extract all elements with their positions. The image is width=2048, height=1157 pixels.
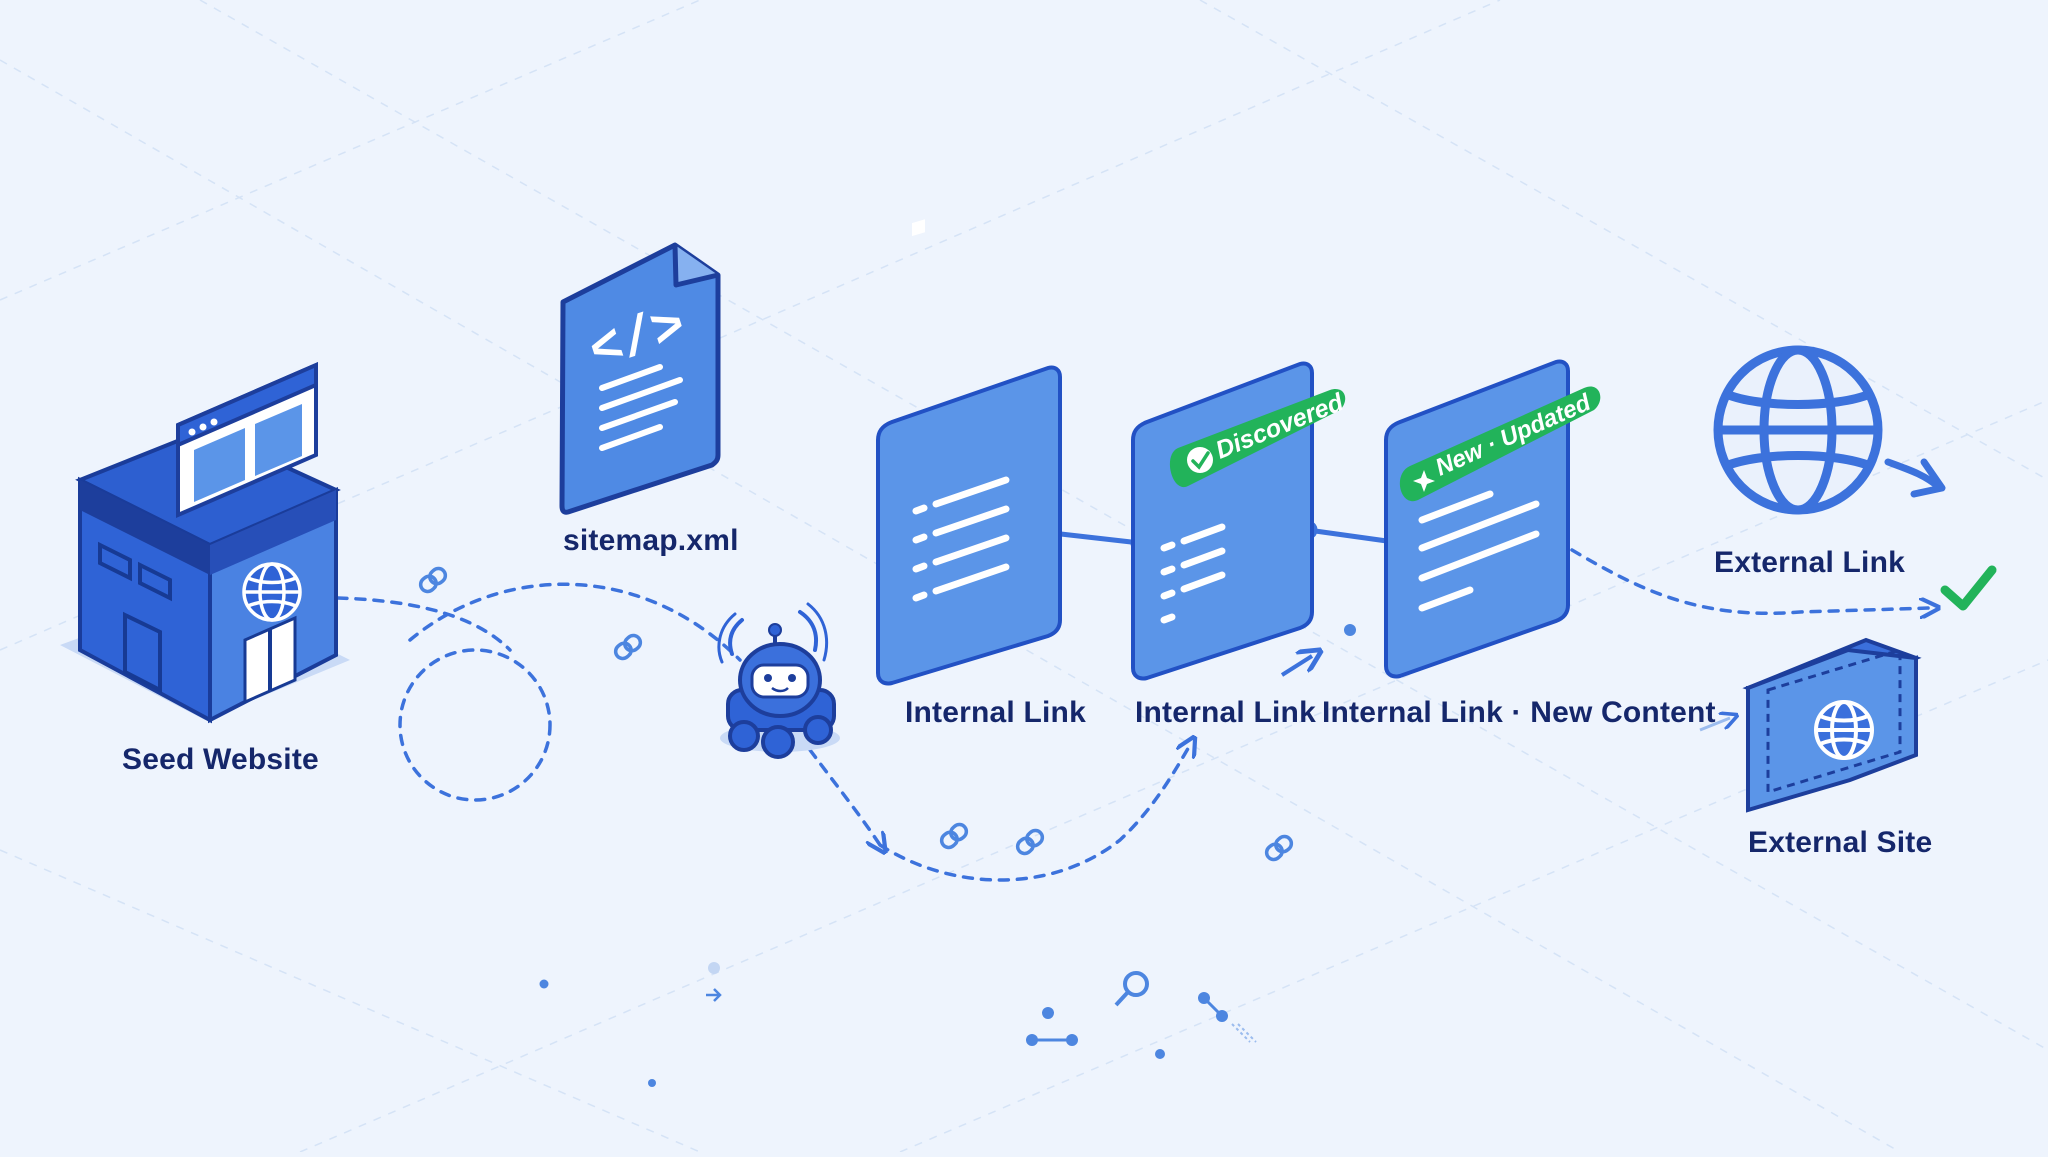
- magnifier-icon: [1114, 971, 1149, 1007]
- external-site-label: External Site: [1748, 826, 1933, 859]
- internal-link-2-label: Internal Link: [1135, 696, 1316, 729]
- building-icon: [60, 361, 350, 724]
- path-bottom-curve: [878, 745, 1190, 882]
- link-chain-icon: [937, 819, 971, 853]
- external-site-icon: [1742, 637, 1922, 813]
- sitemap-label: sitemap.xml: [563, 524, 739, 557]
- decorative-dots: [539, 624, 1356, 1087]
- internal-link-3-label: Internal Link · New Content: [1322, 696, 1716, 729]
- crawler-robot-icon: [717, 602, 840, 759]
- path-loop: [398, 648, 552, 802]
- small-arrow-icon: [1699, 718, 1730, 732]
- internal-link-1-label: Internal Link: [905, 696, 1086, 729]
- path-to-external: [1570, 548, 1930, 613]
- small-arrow-icon: [706, 988, 722, 1002]
- seed-website-label: Seed Website: [122, 743, 319, 776]
- path-robot-down: [808, 748, 880, 845]
- globe-icon: [1713, 345, 1883, 515]
- document-list-icon: [876, 219, 1062, 686]
- xml-file-icon: </>: [559, 242, 721, 515]
- checkmark-icon: [1940, 565, 1997, 611]
- small-arrow-icon: [1280, 656, 1312, 677]
- link-chain-icon: [416, 563, 450, 597]
- crawl-paths: [336, 548, 1930, 882]
- decorative-line: [1202, 996, 1224, 1018]
- path-loop-to-robot: [408, 582, 742, 662]
- link-chain-icon: [611, 630, 645, 664]
- link-chain-icon: [1013, 825, 1047, 859]
- external-link-label: External Link: [1714, 546, 1905, 579]
- external-arrowhead: [1910, 458, 1946, 498]
- link-chain-icon: [1262, 831, 1296, 865]
- cursor-icon: [1231, 1023, 1257, 1043]
- path-seed-to-loop: [336, 596, 512, 652]
